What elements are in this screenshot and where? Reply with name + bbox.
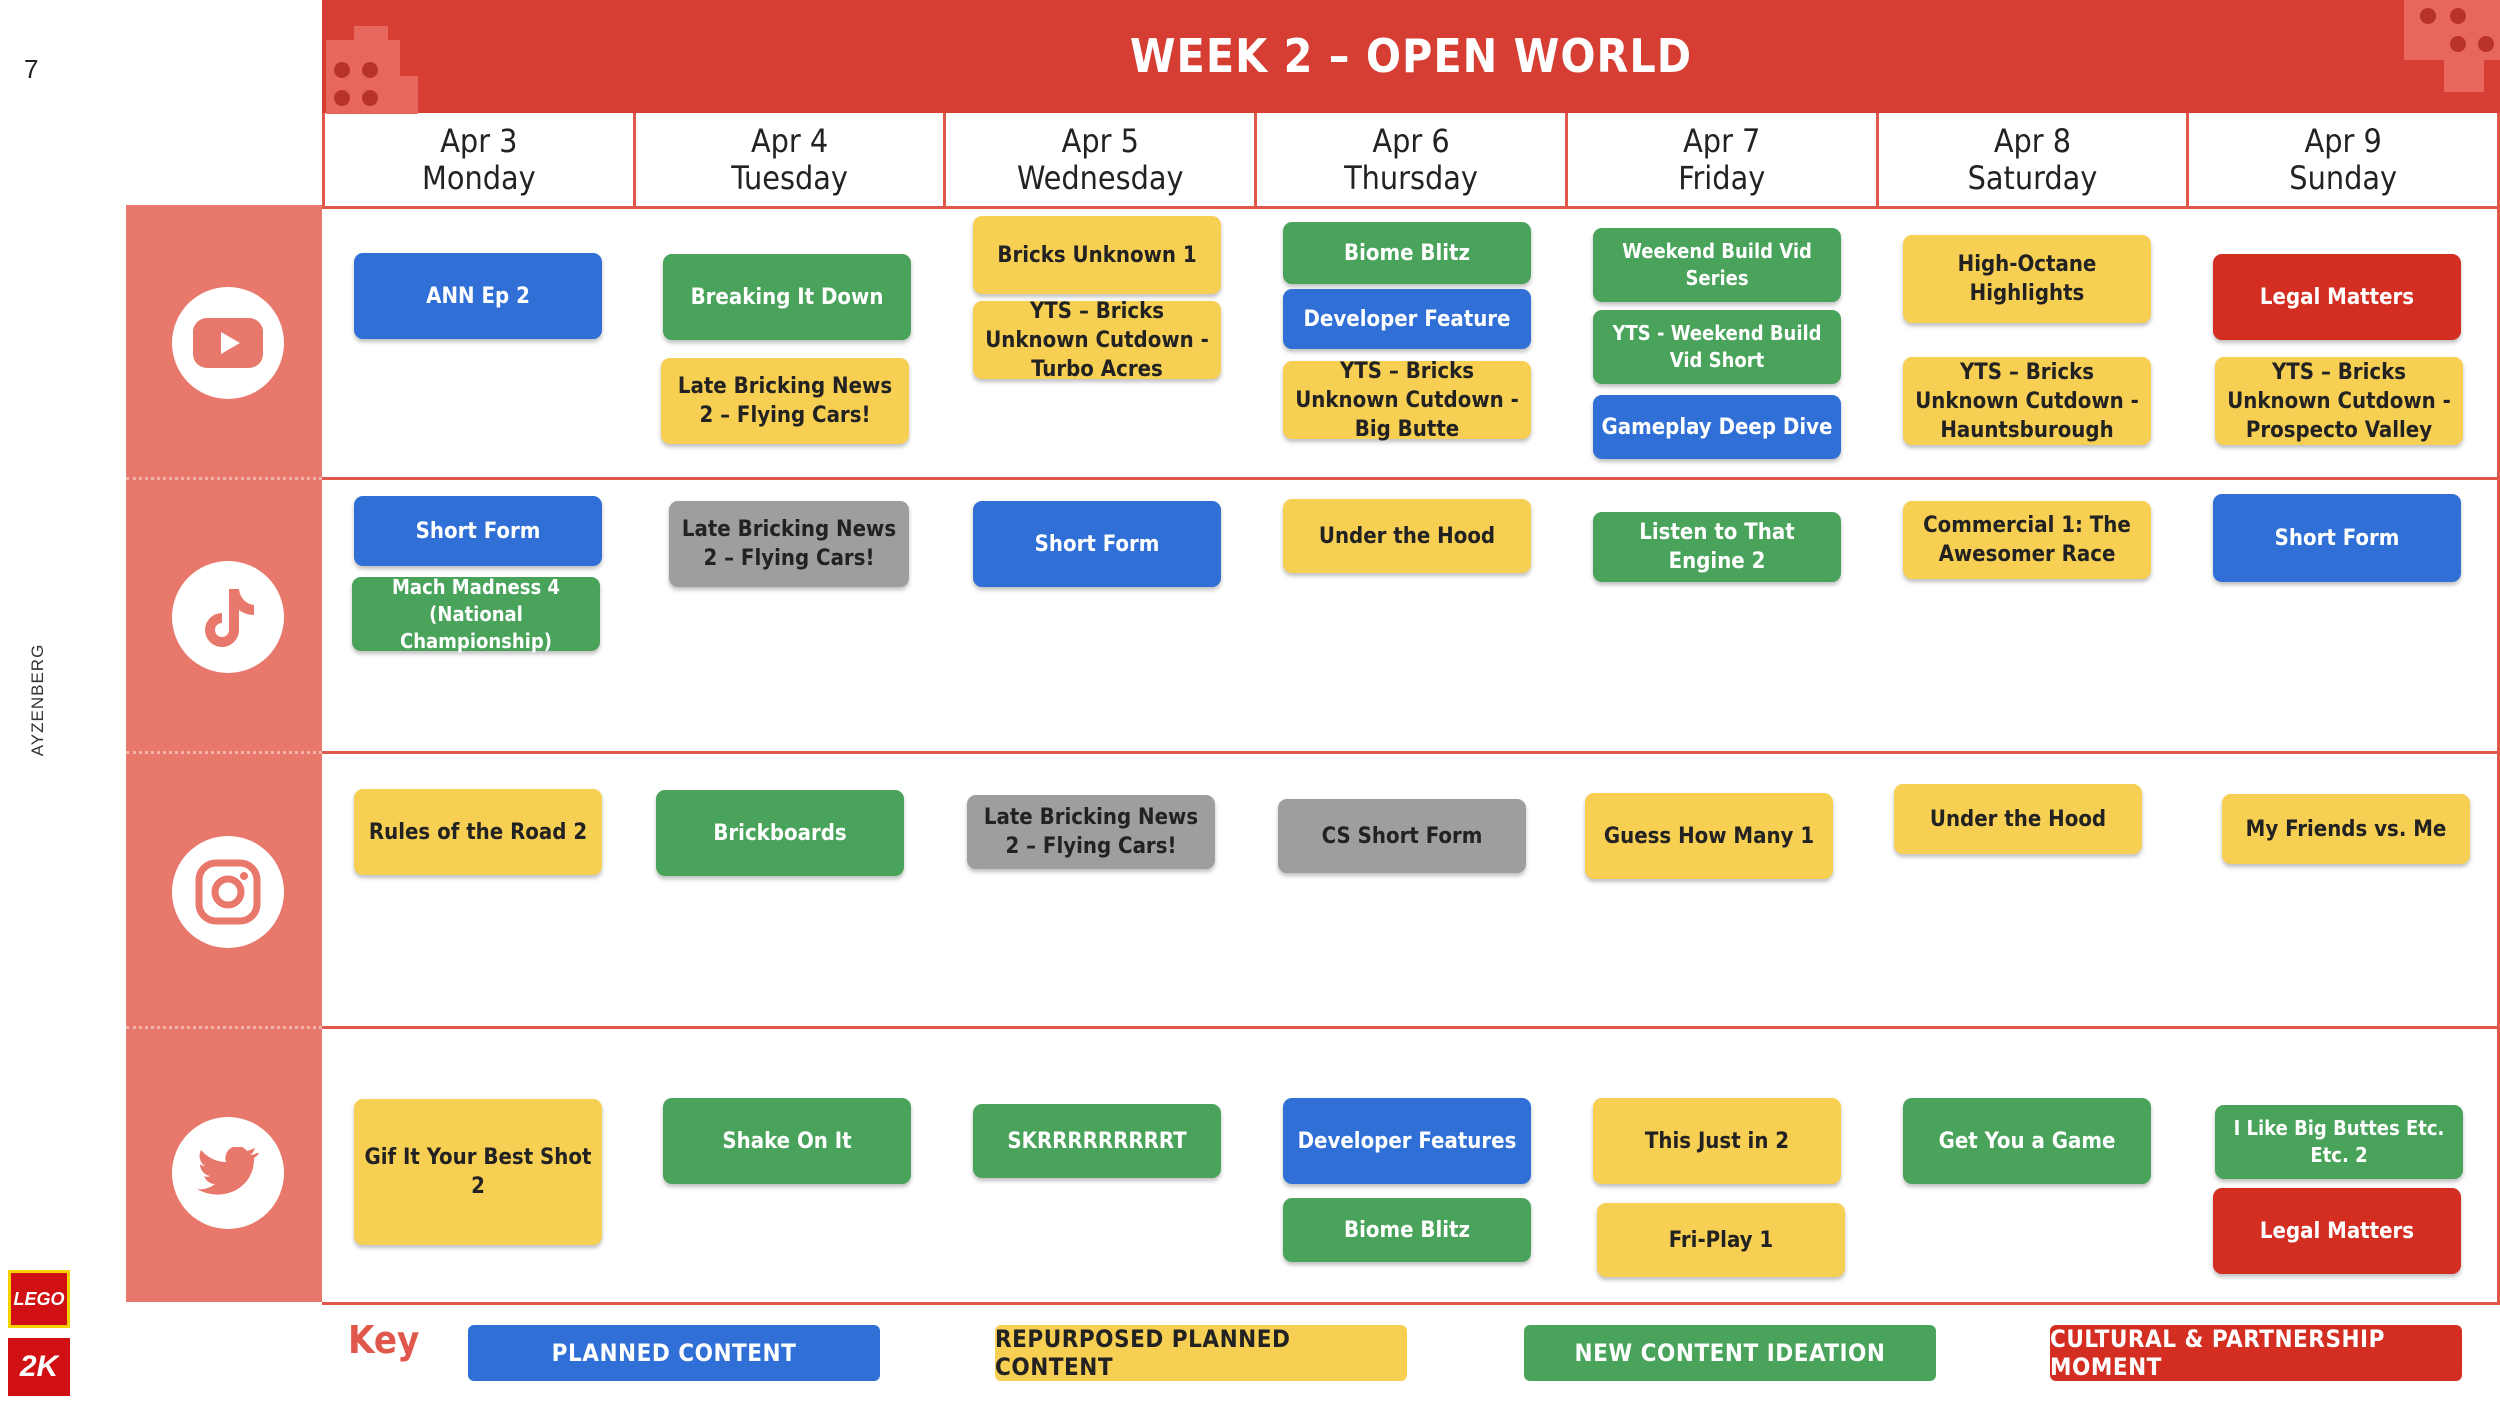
key-cultural-partnership: CULTURAL & PARTNERSHIP MOMENT: [2050, 1325, 2462, 1381]
content-card[interactable]: ANN Ep 2: [354, 253, 602, 339]
content-card[interactable]: Weekend Build Vid Series: [1593, 228, 1841, 302]
brick-decoration-icon: [326, 26, 418, 114]
content-card[interactable]: Guess How Many 1: [1585, 793, 1833, 879]
content-card[interactable]: High-Octane Highlights: [1903, 235, 2151, 323]
row-divider: [322, 751, 2500, 754]
content-card[interactable]: Listen to That Engine 2: [1593, 512, 1841, 582]
day-date: Apr 3: [440, 122, 518, 160]
content-card[interactable]: Legal Matters: [2213, 254, 2461, 340]
content-card[interactable]: Get You a Game: [1903, 1098, 2151, 1184]
key-repurposed-content: REPURPOSED PLANNED CONTENT: [995, 1325, 1407, 1381]
content-card[interactable]: Gif It Your Best Shot 2: [354, 1099, 602, 1245]
content-card[interactable]: YTS – Bricks Unknown Cutdown - Turbo Acr…: [973, 299, 1221, 382]
instagram-icon: [172, 836, 284, 948]
page-number: 7: [24, 54, 39, 84]
row-divider: [126, 751, 322, 754]
content-card[interactable]: YTS – Bricks Unknown Cutdown - Big Butte: [1283, 359, 1531, 442]
content-card[interactable]: Legal Matters: [2213, 1188, 2461, 1274]
content-card[interactable]: This Just in 2: [1593, 1098, 1841, 1184]
content-card[interactable]: Biome Blitz: [1283, 222, 1531, 284]
content-card[interactable]: Developer Feature: [1283, 289, 1531, 349]
content-card[interactable]: Late Bricking News 2 – Flying Cars!: [669, 501, 909, 587]
day-weekday: Sunday: [2289, 159, 2398, 197]
content-card[interactable]: Mach Madness 4 (National Championship): [352, 575, 600, 653]
content-card[interactable]: Rules of the Road 2: [354, 789, 602, 875]
day-date: Apr 7: [1683, 122, 1761, 160]
content-card[interactable]: Short Form: [973, 501, 1221, 587]
day-date: Apr 4: [750, 122, 829, 160]
content-card[interactable]: Brickboards: [656, 790, 904, 876]
day-weekday: Thursday: [1344, 159, 1478, 197]
content-card[interactable]: SKRRRRRRRRRT: [973, 1104, 1221, 1178]
day-weekday: Friday: [1678, 159, 1766, 197]
row-divider: [322, 1026, 2500, 1029]
day-weekday: Wednesday: [1017, 159, 1184, 197]
row-divider: [126, 1026, 322, 1029]
day-weekday: Saturday: [1967, 159, 2098, 197]
row-divider: [322, 1302, 2500, 1305]
content-card[interactable]: My Friends vs. Me: [2222, 794, 2470, 864]
tiktok-icon: [172, 561, 284, 673]
content-card[interactable]: CS Short Form: [1278, 799, 1526, 873]
day-weekday: Tuesday: [731, 159, 848, 197]
content-card[interactable]: Under the Hood: [1283, 499, 1531, 573]
content-card[interactable]: Commercial 1: The Awesomer Race: [1903, 501, 2151, 579]
content-card[interactable]: Short Form: [354, 496, 602, 566]
content-card[interactable]: Under the Hood: [1894, 784, 2142, 854]
day-date: Apr 8: [1993, 122, 2072, 160]
twitter-icon: [172, 1117, 284, 1229]
content-card[interactable]: Developer Features: [1283, 1098, 1531, 1184]
key-planned-content: PLANNED CONTENT: [468, 1325, 880, 1381]
content-card[interactable]: YTS - Weekend Build Vid Short: [1593, 310, 1841, 384]
content-card[interactable]: Late Bricking News 2 – Flying Cars!: [967, 795, 1215, 869]
lego-logo: LEGO: [8, 1270, 70, 1328]
content-card[interactable]: Short Form: [2213, 494, 2461, 582]
content-card[interactable]: Bricks Unknown 1: [973, 216, 1221, 294]
day-weekday: Monday: [422, 159, 536, 197]
author-label: AYZENBERG: [28, 643, 47, 757]
content-card[interactable]: Gameplay Deep Dive: [1593, 395, 1841, 459]
content-card[interactable]: Fri-Play 1: [1597, 1203, 1845, 1277]
2k-logo: 2K: [8, 1338, 70, 1396]
content-card[interactable]: YTS – Bricks Unknown Cutdown - Hauntsbur…: [1903, 357, 2151, 445]
content-card[interactable]: YTS – Bricks Unknown Cutdown - Prospecto…: [2215, 357, 2463, 445]
brick-decoration-icon: [2404, 0, 2500, 92]
youtube-icon: [172, 287, 284, 399]
grid-border: [2497, 113, 2500, 1303]
content-card[interactable]: Shake On It: [663, 1098, 911, 1184]
day-date: Apr 5: [1061, 122, 1139, 160]
title-bar: WEEK 2 – OPEN WORLD: [322, 0, 2500, 114]
content-card[interactable]: Biome Blitz: [1283, 1198, 1531, 1262]
content-card[interactable]: Breaking It Down: [663, 254, 911, 340]
page-title: WEEK 2 – OPEN WORLD: [1129, 29, 1693, 83]
key-label: Key: [348, 1318, 420, 1362]
day-date: Apr 6: [1372, 122, 1450, 160]
row-divider: [322, 477, 2500, 480]
content-card[interactable]: Late Bricking News 2 – Flying Cars!: [661, 358, 909, 444]
day-date: Apr 9: [2304, 122, 2382, 160]
key-new-content-ideation: NEW CONTENT IDEATION: [1524, 1325, 1936, 1381]
content-card[interactable]: I Like Big Buttes Etc. Etc. 2: [2215, 1105, 2463, 1179]
row-divider: [126, 477, 322, 480]
